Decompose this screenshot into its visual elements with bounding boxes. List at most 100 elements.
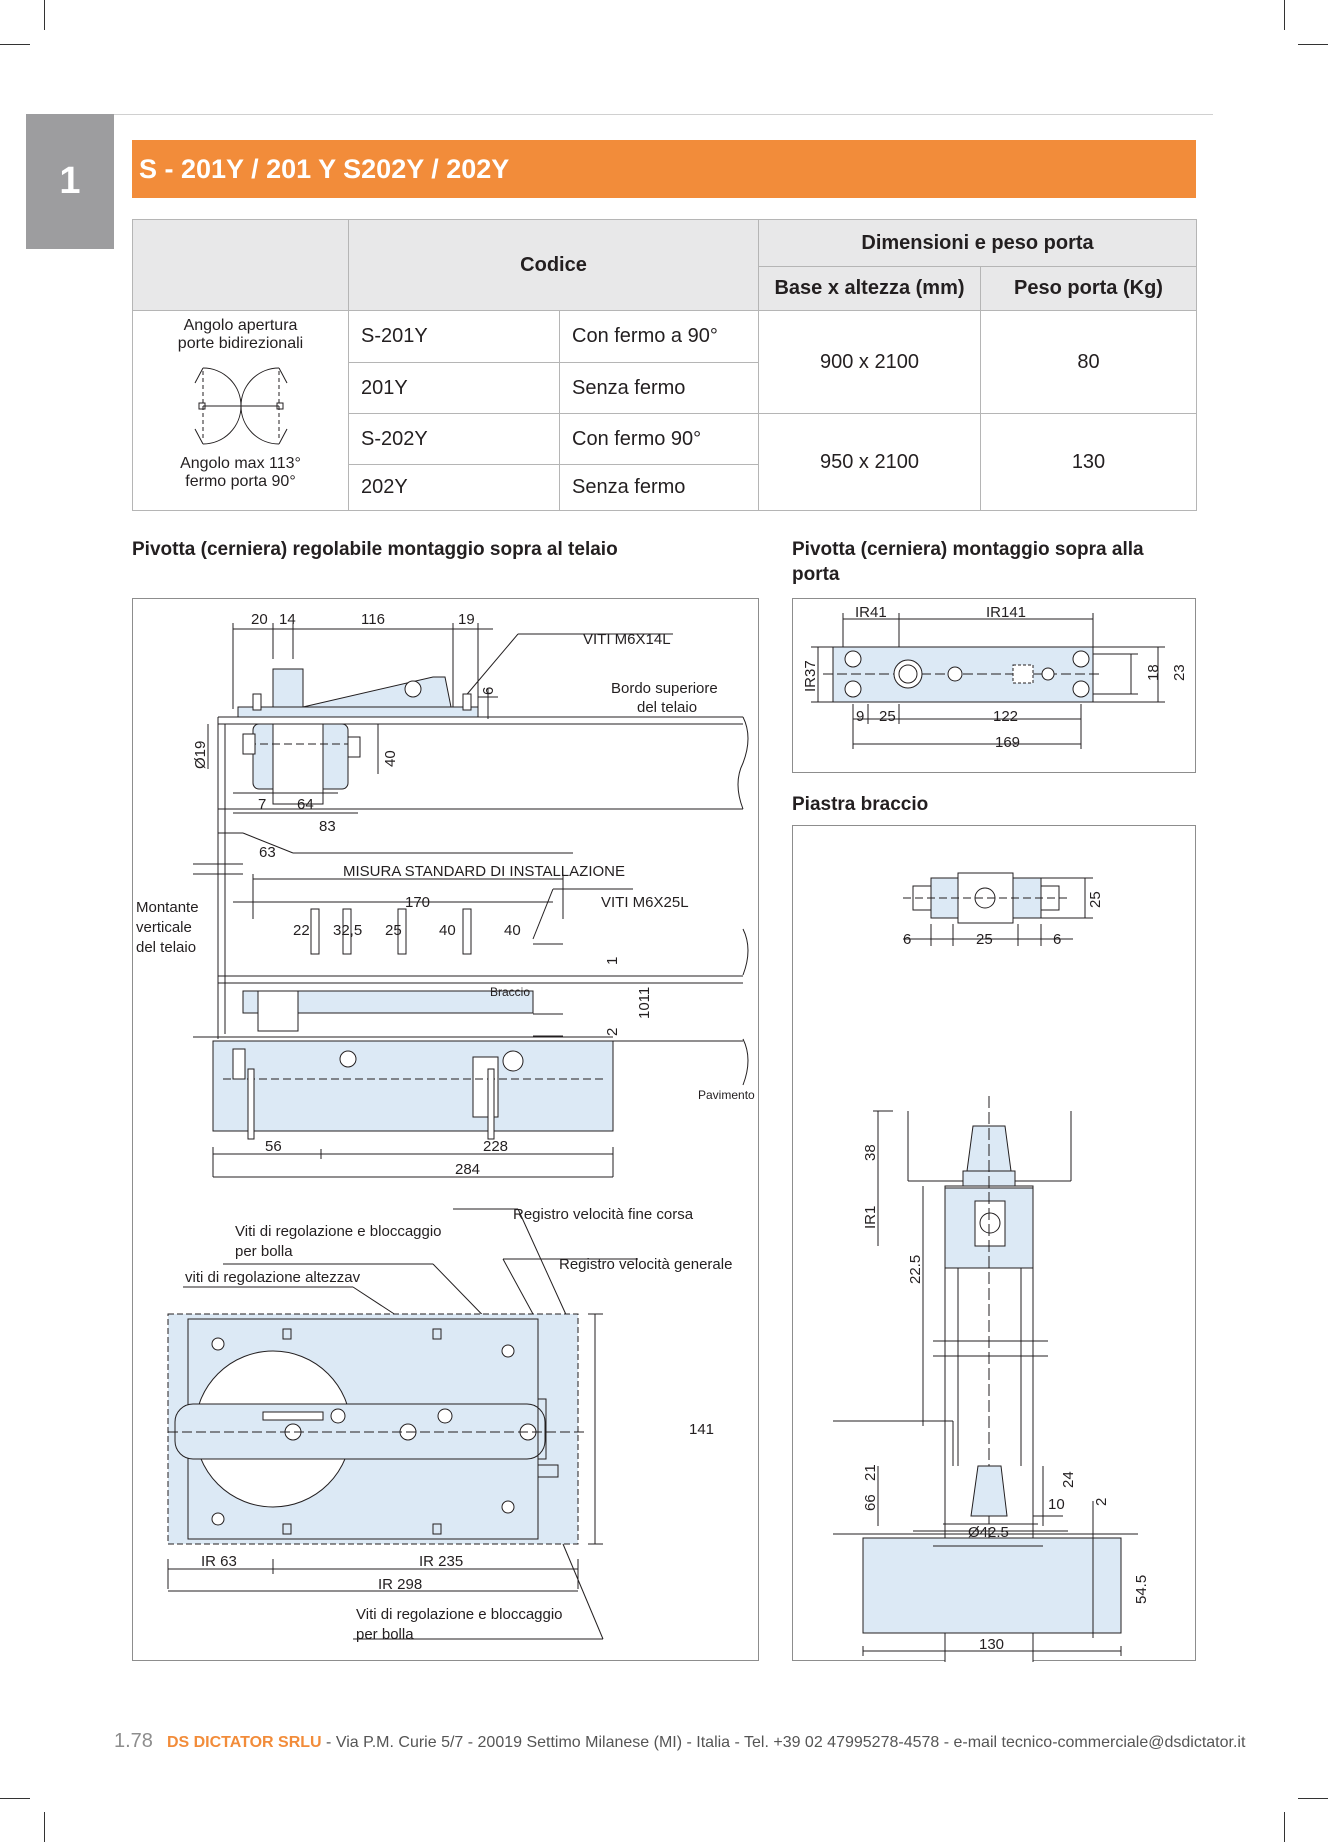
dim-label: 14 — [279, 611, 296, 628]
callout-label: Braccio — [490, 985, 530, 999]
dim-label: 64 — [297, 796, 314, 813]
crop-mark — [1284, 0, 1285, 30]
dim-label: 6 — [903, 931, 911, 948]
dim-label: 66 — [862, 1494, 879, 1511]
weight-cell: 80 — [979, 310, 1198, 414]
door-angle-diagram-cell: Angolo apertura porte bidirezionali Ango… — [132, 310, 349, 511]
dim-label: 25 — [385, 922, 402, 939]
dim-label: 22 — [293, 922, 310, 939]
dim-label: 130 — [979, 1636, 1004, 1653]
weight-cell: 130 — [979, 413, 1198, 511]
dim-label: 63 — [259, 844, 276, 861]
dim-label: 20 — [251, 611, 268, 628]
dim-label: 83 — [319, 818, 336, 835]
crop-mark — [0, 1798, 30, 1799]
header-weight: Peso porta (Kg) — [979, 266, 1198, 311]
dim-label: 40 — [382, 750, 399, 767]
dim-label: IR 235 — [419, 1553, 463, 1570]
callout-label: Montante — [136, 899, 199, 916]
desc-cell: Senza fermo — [559, 464, 759, 511]
dim-label: Ø19 — [192, 741, 209, 769]
callout-label: Registro velocità fine corsa — [513, 1206, 694, 1223]
callout-label: VITI M6X25L — [601, 894, 689, 911]
page-title: S - 201Y / 201 Y S202Y / 202Y — [132, 140, 1196, 198]
dim-label: IR41 — [855, 604, 887, 621]
dim-label: 9 — [856, 708, 864, 725]
callout-label: per bolla — [235, 1243, 293, 1260]
page-number: 1.78 — [114, 1730, 153, 1752]
right-bottom-drawing-svg: 25 6 25 6 38 IR1 22.5 21 66 24 10 2 Ø42.… — [833, 872, 1150, 1757]
dim-label: IR 63 — [201, 1553, 237, 1570]
dim-label: 2 — [1093, 1498, 1110, 1506]
callout-label: viti di regolazione altezzav — [185, 1269, 361, 1286]
dim-label: 32,5 — [333, 922, 362, 939]
crop-mark — [44, 0, 45, 30]
dim-label: 23 — [1171, 664, 1188, 681]
dim-label: IR 298 — [378, 1576, 422, 1593]
diagram-bottom-label: Angolo max 113° fermo porta 90° — [180, 455, 301, 490]
dim-label: 228 — [483, 1138, 508, 1155]
dim-label: 56 — [265, 1138, 282, 1155]
table-header-blank — [132, 219, 349, 311]
left-drawing-svg: 20 14 116 19 VITI M6X14L 6 Bordo superio… — [136, 611, 755, 1643]
dim-label: 2 — [604, 1028, 621, 1036]
header-code: Codice — [348, 219, 759, 311]
desc-cell: Con fermo 90° — [559, 413, 759, 465]
dim-label: 25 — [1087, 891, 1104, 908]
header-dims: Dimensioni e peso porta — [757, 219, 1198, 267]
left-section-title: Pivotta (cerniera) regolabile montaggio … — [132, 539, 618, 560]
callout-label: Viti di regolazione e bloccaggio — [356, 1606, 563, 1623]
door-swing-diagram — [194, 367, 287, 445]
dim-label: 122 — [993, 708, 1018, 725]
dim-label: IR37 — [802, 660, 819, 692]
crop-mark — [1298, 1798, 1328, 1799]
callout-label: per bolla — [356, 1626, 414, 1643]
dim-label: 169 — [995, 734, 1020, 751]
company-address: - Via P.M. Curie 5/7 - 20019 Settimo Mil… — [321, 1734, 1246, 1751]
dim-label: IR1 — [862, 1206, 879, 1229]
callout-label: Registro velocità generale — [559, 1256, 732, 1273]
dim-label: 22.5 — [907, 1255, 924, 1284]
dim-label: 24 — [1060, 1471, 1077, 1488]
dim-label: 170 — [405, 894, 430, 911]
header-base: Base x altezza (mm) — [758, 266, 981, 311]
dim-label: 25 — [879, 708, 896, 725]
dim-label: 1 — [604, 957, 621, 965]
dim-label: 10 — [1048, 1496, 1065, 1513]
crop-mark — [1284, 1812, 1285, 1842]
callout-label: Bordo superiore — [611, 680, 718, 697]
dim-label: Ø42.5 — [968, 1524, 1009, 1541]
dim-label: IR141 — [986, 604, 1026, 621]
right-top-section-title: Pivotta (cerniera) montaggio sopra alla … — [792, 539, 1144, 585]
dim-label: 25 — [976, 931, 993, 948]
page-footer: 1.78 DS DICTATOR SRLU - Via P.M. Curie 5/… — [114, 1730, 1245, 1753]
dim-label: 40 — [439, 922, 456, 939]
right-bottom-section-title: Piastra braccio — [792, 794, 929, 815]
dim-label: 141 — [689, 1421, 714, 1438]
company-name: DS DICTATOR SRLU — [166, 1734, 322, 1751]
left-technical-drawing: 20 14 116 19 VITI M6X14L 6 Bordo superio… — [132, 598, 759, 1661]
callout-label: Viti di regolazione e bloccaggio — [235, 1223, 442, 1240]
spec-table: Codice Dimensioni e peso porta Base x al… — [132, 219, 1198, 511]
dim-label: 284 — [455, 1161, 480, 1178]
callout-label: Pavimento — [698, 1088, 755, 1102]
diagram-top-label: Angolo apertura porte bidirezionali — [177, 317, 304, 352]
dim-label: 18 — [1145, 664, 1162, 681]
dim-label: 19 — [458, 611, 475, 628]
dim-label: 6 — [480, 687, 497, 695]
base-cell: 900 x 2100 — [758, 310, 981, 414]
crop-mark — [1298, 44, 1328, 45]
callout-label: del telaio — [637, 699, 697, 716]
callout-label: MISURA STANDARD DI INSTALLAZIONE — [343, 863, 625, 880]
dim-label: 6 — [1053, 931, 1061, 948]
callout-label: verticale — [136, 919, 192, 936]
top-rule — [114, 114, 1213, 115]
base-cell: 950 x 2100 — [758, 413, 981, 511]
right-bottom-technical-drawing: 25 6 25 6 38 IR1 22.5 21 66 24 10 2 Ø42.… — [792, 825, 1196, 1757]
right-top-technical-drawing: IR41 IR141 IR37 18 23 9 25 122 169 — [792, 598, 1196, 773]
dim-label: 40 — [504, 922, 521, 939]
right-top-drawing-svg: IR41 IR141 IR37 18 23 9 25 122 169 — [802, 604, 1188, 751]
dim-label: 1011 — [636, 987, 653, 1019]
crop-mark — [0, 44, 30, 45]
chapter-tab: 1 — [26, 114, 114, 249]
